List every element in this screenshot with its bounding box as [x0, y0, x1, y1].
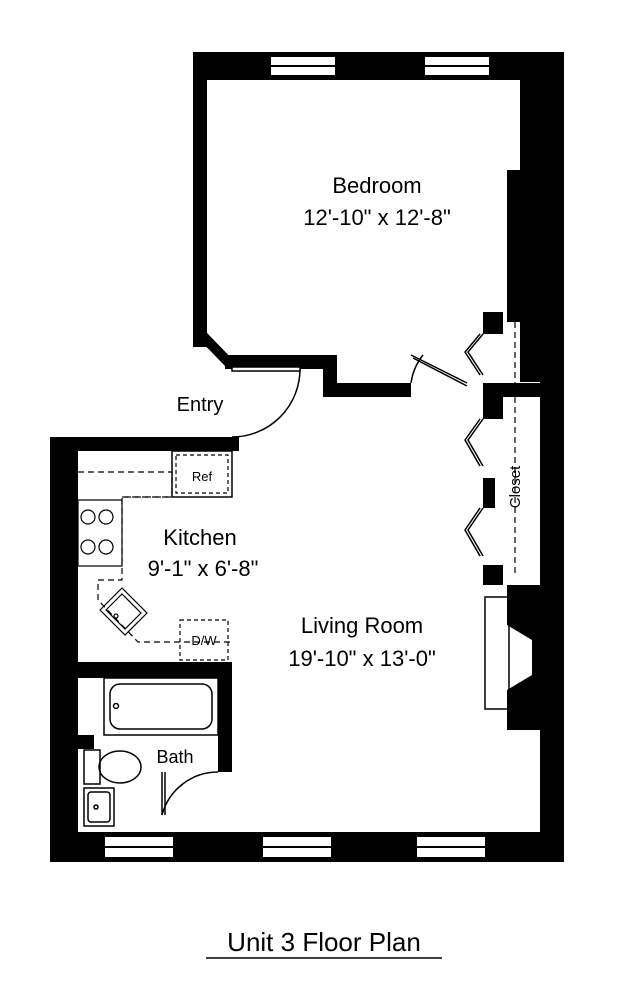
bedroom-label: Bedroom: [332, 173, 421, 198]
doors: [161, 333, 484, 816]
bath-label: Bath: [156, 747, 193, 767]
closet-label: Closet: [507, 465, 524, 508]
plan-title: Unit 3 Floor Plan: [206, 927, 442, 959]
kitchen-label: Kitchen: [163, 525, 236, 550]
kitchen-fixtures: [77, 450, 233, 661]
labels: Bedroom 12'-10" x 12'-8" Entry Kitchen 9…: [148, 173, 524, 767]
dishwasher-label: D/W: [191, 633, 217, 648]
entry-label: Entry: [177, 394, 224, 416]
exterior-walls: [50, 52, 564, 862]
living-room-dimensions: 19'-10" x 13'-0": [288, 646, 436, 671]
bedroom-dimensions: 12'-10" x 12'-8": [303, 205, 451, 230]
living-room-label: Living Room: [301, 613, 423, 638]
refrigerator-label: Ref: [192, 469, 213, 484]
kitchen-dimensions: 9'-1" x 6'-8": [148, 556, 259, 581]
plan-title-text: Unit 3 Floor Plan: [227, 927, 421, 957]
bath-fixtures: [83, 677, 219, 827]
windows: [103, 55, 491, 859]
fireplace-hearth: [484, 596, 510, 710]
